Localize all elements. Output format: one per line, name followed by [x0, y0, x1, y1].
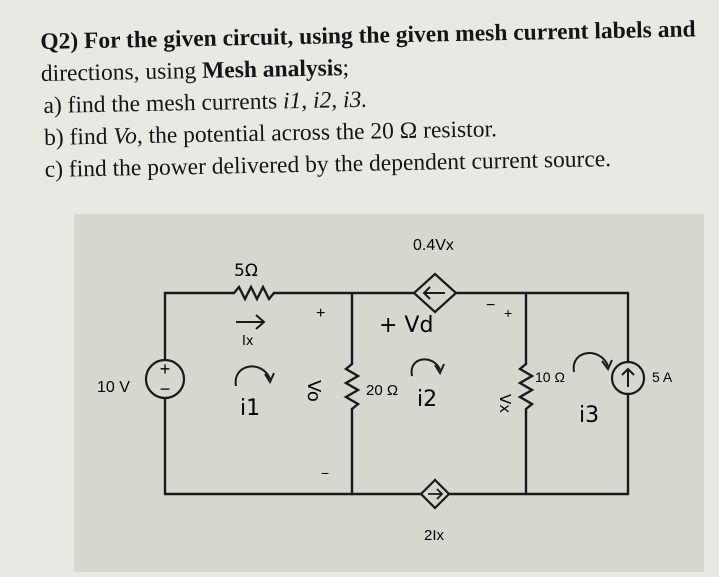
vo-plus-sign: +	[316, 305, 325, 322]
resistor-10ohm-zigzag	[517, 362, 535, 411]
voltage-source-label: 10 V	[97, 379, 130, 396]
part-b-var: Vo	[113, 123, 138, 150]
question-line-2-pre: directions, using	[40, 57, 203, 87]
question-text: Q2) For the given circuit, using the giv…	[40, 13, 703, 186]
resistor-20ohm-zigzag	[343, 362, 361, 411]
mesh1-arrow-icon	[234, 365, 271, 387]
vx-minus-sign: −	[486, 297, 495, 314]
current-source-label: 5 A	[652, 369, 673, 385]
vo-minus-sign: −	[321, 465, 329, 481]
mesh1-arrowhead-icon	[264, 372, 275, 385]
part-a-vars: i1, i2, i3.	[282, 86, 368, 115]
current-source-5a	[610, 360, 646, 396]
mesh3-label: i3	[579, 403, 599, 428]
part-a-text: a) find the mesh currents	[43, 88, 284, 119]
dep-vsource-arrow-icon	[422, 286, 445, 300]
vx-label: Vx	[496, 394, 514, 413]
circuit-diagram: + − 10 V 5Ω Ix 0.4Vx + Vd 20 Ω + Vo − 10…	[97, 237, 673, 544]
current-source-arrow-icon	[621, 367, 635, 387]
vs-plus-sign: +	[160, 359, 171, 379]
part-b-rest: , the potential across the 20 Ω resistor…	[136, 116, 498, 150]
resistor-5ohm-label: 5Ω	[234, 261, 258, 281]
resistor-5ohm-zigzag	[232, 284, 276, 302]
vd-label: + Vd	[379, 313, 433, 338]
mesh-analysis-bold: Mesh analysis	[201, 55, 343, 84]
mesh3-arrow-icon	[572, 352, 609, 373]
dep-voltage-source-label: 0.4Vx	[413, 237, 454, 254]
mesh3-arrowhead-icon	[601, 359, 613, 371]
mesh2-label: i2	[417, 387, 437, 412]
question-line-2-post: ;	[342, 55, 350, 82]
dep-current-arrow-icon	[428, 488, 444, 500]
part-b-text: b) find	[43, 123, 114, 151]
mesh2-arrowhead-icon	[434, 363, 445, 376]
ix-arrow-icon	[236, 314, 266, 330]
dep-voltage-source	[412, 272, 458, 314]
voltage-source-10v	[144, 358, 186, 400]
resistor-10ohm-label: 10 Ω	[535, 369, 565, 385]
mesh1-label: i1	[240, 396, 260, 421]
ix-label: Ix	[242, 334, 254, 349]
resistor-20ohm-label: 20 Ω	[366, 382, 398, 399]
part-c-text: c) find the power delivered by the depen…	[44, 146, 612, 183]
vx-plus-sign: +	[504, 305, 512, 321]
vo-label: Vo	[303, 380, 324, 402]
circuit-figure: + − 10 V 5Ω Ix 0.4Vx + Vd 20 Ω + Vo − 10…	[74, 214, 704, 572]
dep-current-source-label: 2Ix	[424, 527, 445, 544]
vs-minus-sign: −	[160, 379, 171, 399]
mesh2-arrow-icon	[410, 358, 441, 377]
